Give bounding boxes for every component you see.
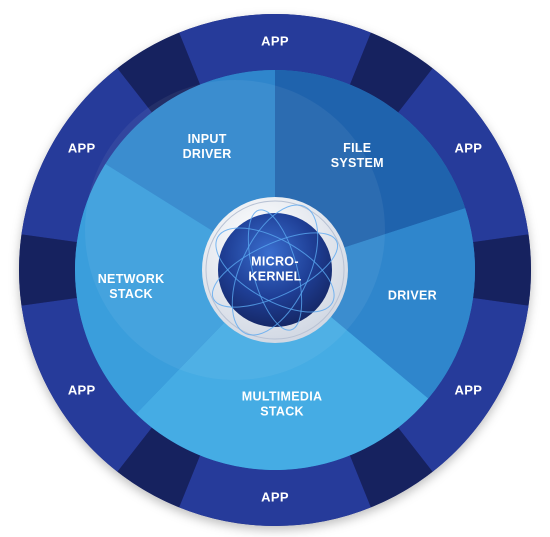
app-segment (21, 68, 152, 243)
service-label-line: DRIVER (183, 147, 232, 161)
service-label-line: MULTIMEDIA (242, 390, 323, 404)
app-segment (179, 455, 371, 526)
app-separator (349, 32, 433, 113)
core-sphere (218, 213, 332, 327)
service-label-line: FILE (343, 142, 371, 156)
app-separator (473, 234, 531, 306)
service-label-line: NETWORK (98, 272, 165, 286)
service-sector (136, 270, 429, 470)
orbit-lines (211, 204, 339, 336)
app-segment (398, 68, 529, 243)
orbit-line (211, 232, 339, 308)
app-label: APP (68, 382, 96, 397)
app-label: APP (261, 33, 289, 48)
app-separator (349, 427, 433, 508)
app-label: APP (455, 382, 483, 397)
app-label: APP (455, 141, 483, 156)
service-label-line: DRIVER (388, 289, 437, 303)
app-separator (117, 427, 201, 508)
service-label-line: STACK (109, 287, 153, 301)
core-label: MICRO-KERNEL (248, 255, 301, 284)
service-label-line: INPUT (188, 132, 227, 146)
service-label-line: SYSTEM (331, 157, 384, 171)
service-label: DRIVER (388, 289, 437, 303)
app-label: APP (68, 141, 96, 156)
orbit-line (247, 209, 303, 331)
core-label-line: KERNEL (248, 270, 301, 284)
core-label-line: MICRO- (251, 255, 299, 269)
app-separator (117, 32, 201, 113)
core-ring-edge (205, 200, 345, 340)
app-separator (18, 234, 77, 306)
orbit-line (231, 204, 319, 336)
app-segment (21, 297, 152, 472)
service-sector (74, 164, 275, 414)
microkernel-core (202, 197, 348, 343)
service-label-line: STACK (260, 405, 304, 419)
app-segment (179, 14, 371, 85)
app-segment (398, 297, 529, 472)
app-label: APP (261, 489, 289, 504)
